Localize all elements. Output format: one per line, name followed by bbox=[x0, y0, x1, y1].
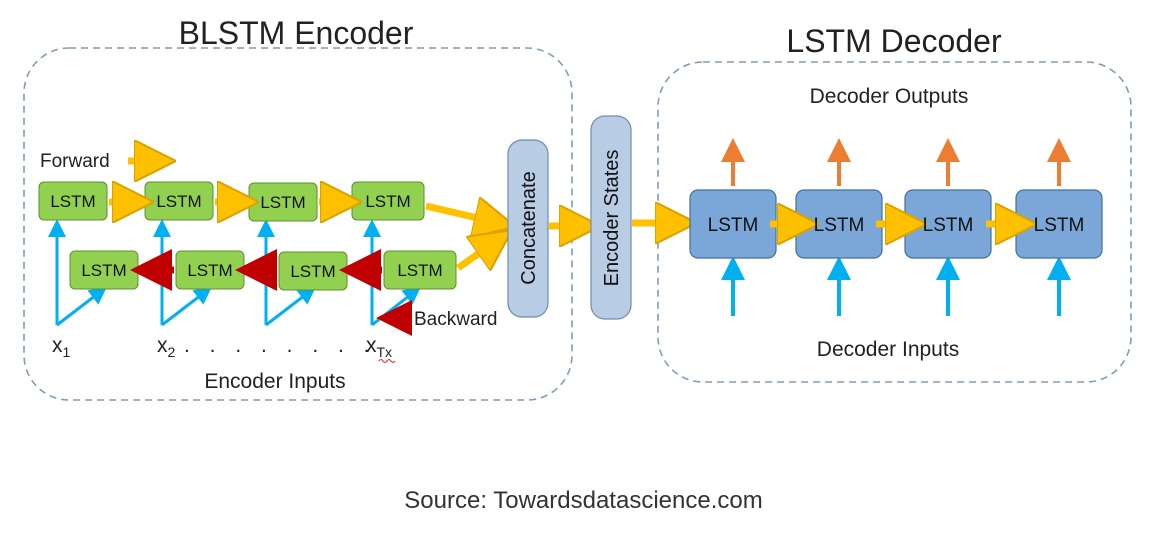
decoder-outputs-label: Decoder Outputs bbox=[810, 85, 969, 108]
backward-label: Backward bbox=[414, 309, 497, 330]
spellcheck-underline bbox=[378, 358, 396, 364]
encoder-states-box bbox=[590, 115, 632, 320]
decoder-lstm-label: LSTM bbox=[708, 215, 759, 236]
input-xt: xTx bbox=[366, 334, 392, 360]
input-x1: x1 bbox=[52, 334, 71, 360]
forward-lstm-label: LSTM bbox=[156, 192, 201, 211]
decoder-output-arrows bbox=[721, 138, 1071, 186]
input-x2: x2 bbox=[157, 334, 176, 360]
decoder-title: LSTM Decoder bbox=[786, 23, 1002, 59]
forward-lstm-row: LSTM LSTM LSTM LSTM bbox=[38, 181, 425, 222]
decoder-lstm-label: LSTM bbox=[814, 215, 865, 236]
forward-lstm-label: LSTM bbox=[260, 193, 305, 212]
encoder-panel bbox=[23, 47, 573, 401]
decoder-lstm-label: LSTM bbox=[923, 215, 974, 236]
backward-lstm-label: LSTM bbox=[290, 262, 335, 281]
forward-label: Forward bbox=[40, 151, 110, 172]
forward-lstm-label: LSTM bbox=[365, 192, 410, 211]
encoder-states-label: Encoder States bbox=[601, 150, 623, 287]
backward-lstm-row: LSTM LSTM LSTM LSTM bbox=[69, 250, 457, 291]
encoder-title: BLSTM Encoder bbox=[179, 15, 414, 51]
forward-lstm-cell bbox=[38, 181, 108, 221]
concat-in-arrows bbox=[425, 206, 495, 268]
backward-lstm-label: LSTM bbox=[81, 261, 126, 280]
backward-arrows bbox=[130, 249, 412, 336]
backward-lstm-cell bbox=[383, 250, 457, 290]
decoder-inputs-label: Decoder Inputs bbox=[817, 338, 959, 361]
encoder-inputs-label: Encoder Inputs bbox=[204, 370, 345, 393]
forward-lstm-label: LSTM bbox=[50, 192, 95, 211]
backward-lstm-label: LSTM bbox=[397, 261, 442, 280]
source-caption: Source: Towardsdatascience.com bbox=[404, 487, 763, 514]
decoder-input-arrows bbox=[721, 256, 1071, 316]
decoder-lstm-label: LSTM bbox=[1034, 215, 1085, 236]
concatenate-label: Concatenate bbox=[518, 171, 540, 284]
input-dots: . . . . . . . . bbox=[184, 334, 377, 357]
concatenate-box bbox=[507, 139, 549, 318]
backward-lstm-label: LSTM bbox=[187, 261, 232, 280]
